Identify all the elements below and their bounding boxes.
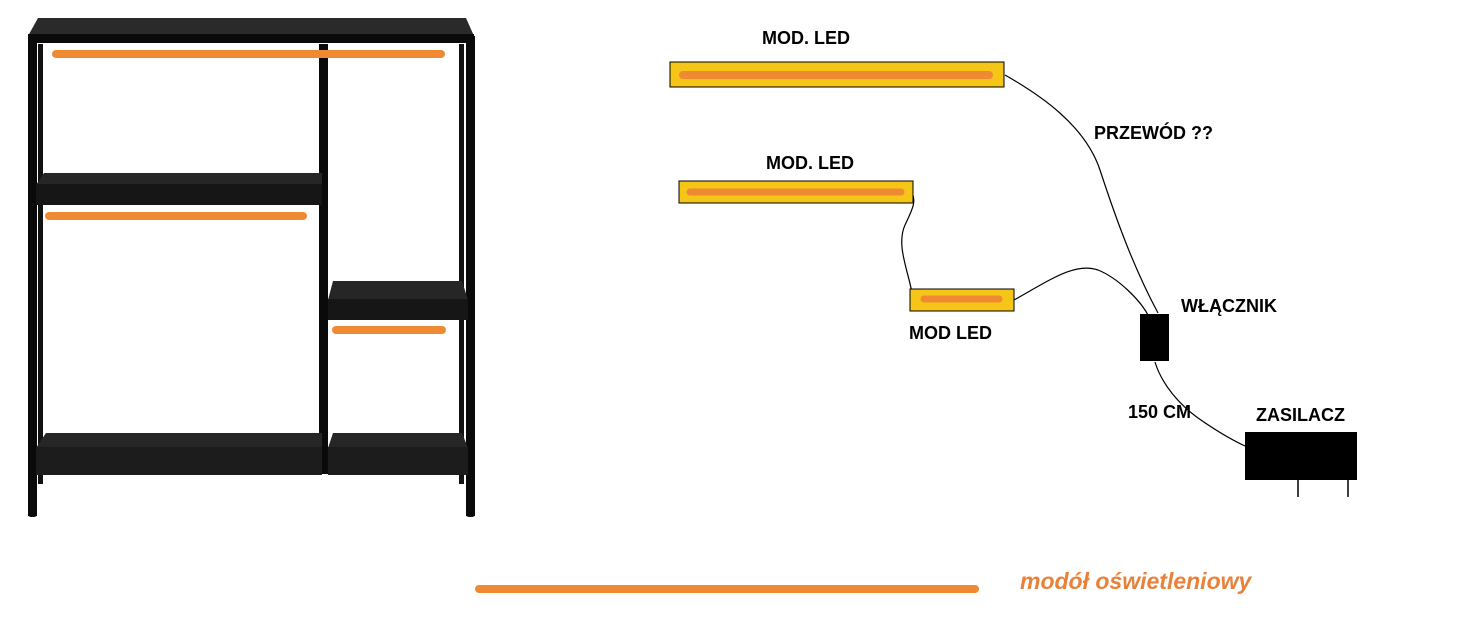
shelf-unit bbox=[28, 18, 475, 517]
shelf-board-bottom-left bbox=[36, 433, 322, 448]
shelf-divider-middle bbox=[319, 44, 328, 474]
shelf-board-right-small-edge bbox=[328, 299, 468, 320]
led-module-3-label: MOD LED bbox=[909, 323, 992, 343]
wire-module2-to-module3 bbox=[901, 189, 915, 294]
legend-label: modół oświetleniowy bbox=[1020, 568, 1252, 594]
shelf-board-bottom-right bbox=[328, 433, 468, 448]
switch-box bbox=[1140, 314, 1169, 361]
shelf-board-bottom-left-edge bbox=[36, 447, 322, 475]
shelf-post-right bbox=[466, 36, 475, 516]
shelf-top-edge bbox=[28, 34, 474, 43]
wires bbox=[901, 74, 1246, 447]
shelf-foot-left bbox=[28, 505, 37, 517]
switch-label: WŁĄCZNIK bbox=[1181, 296, 1277, 316]
shelf-board-bottom-right-edge bbox=[328, 447, 468, 475]
shelf-board-left-middle-edge bbox=[36, 184, 322, 205]
shelf-post-left bbox=[28, 36, 37, 516]
wire-label: PRZEWÓD ?? bbox=[1094, 123, 1213, 143]
shelf-foot-right bbox=[466, 505, 475, 517]
wire-switch-to-power-supply bbox=[1154, 361, 1246, 447]
led-module-3 bbox=[909, 288, 1015, 312]
power-supply-label: ZASILACZ bbox=[1256, 405, 1345, 425]
power-supply bbox=[1245, 432, 1357, 497]
led-module-1-label: MOD. LED bbox=[762, 28, 850, 48]
shelf-top-board bbox=[28, 18, 474, 36]
shelf-post-right-inner bbox=[459, 44, 464, 484]
led-module-2-label: MOD. LED bbox=[766, 153, 854, 173]
power-supply-body bbox=[1245, 432, 1357, 480]
shelf-post-left-inner bbox=[38, 44, 43, 484]
led-module-2 bbox=[678, 180, 914, 204]
led-module-1 bbox=[669, 61, 1005, 88]
cable-length-label: 150 CM bbox=[1128, 402, 1192, 422]
shelf-board-right-small bbox=[328, 281, 468, 300]
shelf-board-left-middle bbox=[36, 173, 322, 185]
wire-module1-to-switch bbox=[1004, 74, 1159, 314]
wire-module3-to-switch bbox=[1013, 267, 1149, 316]
